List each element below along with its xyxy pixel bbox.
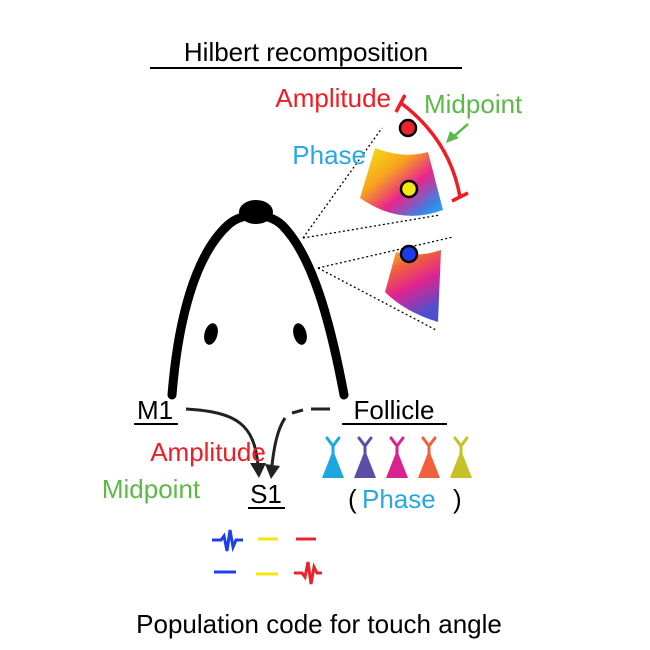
follicle-label: Follicle [354, 395, 435, 425]
neuron-row [322, 436, 472, 478]
amplitude-label-bottom: Amplitude [150, 437, 266, 467]
caption: Population code for touch angle [136, 609, 502, 639]
midpoint-arrowhead [446, 131, 459, 143]
midpoint-label-top: Midpoint [424, 89, 523, 119]
phase-wedge-icon [360, 148, 443, 216]
spike-trace-icon [294, 561, 322, 585]
phase-label-top: Phase [292, 140, 366, 170]
m1-label: M1 [137, 395, 173, 425]
phase-wedge-icon [385, 250, 441, 322]
paren-open: ( [348, 484, 357, 514]
phase-label-bottom: Phase [362, 484, 436, 514]
spike-trace-icon [212, 529, 243, 553]
amplitude-arc [399, 101, 462, 198]
phase-dot-blue [399, 244, 419, 264]
pyramidal-neuron-icon [418, 436, 440, 478]
pyramidal-neuron-icon [450, 436, 472, 478]
spike-traces [212, 529, 322, 585]
pyramidal-neuron-icon [386, 436, 408, 478]
right-eye [293, 323, 307, 345]
title: Hilbert recomposition [184, 37, 428, 67]
amplitude-label-top: Amplitude [275, 83, 391, 113]
amplitude-cap-top [394, 94, 407, 113]
paren-close: ) [453, 484, 462, 514]
follicle-arrowhead [265, 464, 280, 479]
amplitude-dot [398, 118, 418, 138]
head-outline [167, 210, 349, 400]
s1-label: S1 [250, 479, 282, 509]
mouse-head-icon [167, 200, 349, 400]
left-eye [204, 323, 218, 345]
m1-arrowhead [250, 463, 266, 478]
follicle-to-s1-arrow [270, 407, 330, 466]
phase-dot-yellow [399, 179, 419, 199]
m1-to-s1-arrow [185, 407, 260, 466]
nose [239, 200, 273, 224]
midpoint-label-bottom: Midpoint [102, 474, 201, 504]
amplitude-cap-bottom [451, 191, 469, 203]
projection-lines [302, 127, 454, 331]
pyramidal-neuron-icon [354, 436, 376, 478]
pyramidal-neuron-icon [322, 436, 344, 478]
